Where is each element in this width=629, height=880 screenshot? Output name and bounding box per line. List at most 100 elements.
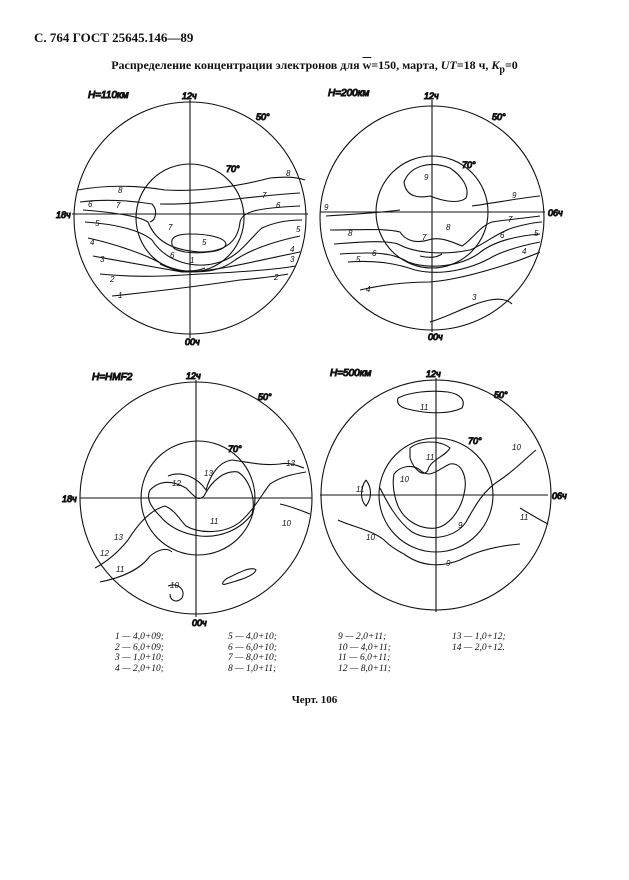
noon-label: 12ч xyxy=(182,91,197,101)
height-label: H=500км xyxy=(330,368,371,379)
legend-column-3: 9 — 2,0+11; 10 — 4,0+11; 11 — 6,0+11; 12… xyxy=(338,632,391,674)
contour-label: 8 xyxy=(118,186,123,195)
contour-label: 3 xyxy=(472,293,477,302)
legend-item: 12 — 8,0+11; xyxy=(338,663,391,674)
panel-110km: H=110км 12ч 00ч 18ч 50° 70° 8 7 6 5 4 3 … xyxy=(55,89,308,348)
legend-item: 5 — 4,0+10; xyxy=(228,632,277,642)
title-kp-sub: p xyxy=(499,64,505,76)
legend-item: 13 — 1,0+12; xyxy=(452,632,506,642)
contour-label: 10 xyxy=(512,443,521,452)
dusk-label: 18ч xyxy=(62,494,77,504)
contour-label: 10 xyxy=(366,533,375,542)
contour-9-cell xyxy=(403,164,468,203)
dawn-label: 06ч xyxy=(548,208,563,218)
legend-item: 7 — 8,0+10; xyxy=(228,653,277,663)
contour-label: 7 xyxy=(262,191,267,200)
lat-70-label: 70° xyxy=(462,160,476,170)
contour-5-core xyxy=(171,233,227,254)
contour-10 xyxy=(99,548,184,602)
contour-label: 7 xyxy=(116,201,121,210)
contour-label: 7 xyxy=(508,215,513,224)
contour-4 xyxy=(359,251,541,291)
contour-label: 8 xyxy=(286,169,291,178)
contour-6 xyxy=(82,205,301,253)
contour-7-core xyxy=(419,253,443,258)
contour-label: 6 xyxy=(170,251,175,260)
contour-label: 4 xyxy=(522,247,527,256)
legend-column-1: 1 — 4,0+09; 2 — 6,0+09; 3 — 1,0+10; 4 — … xyxy=(115,632,164,674)
contour-9-low xyxy=(403,543,521,566)
legend-item: 1 — 4,0+09; xyxy=(115,632,164,642)
contour-label: 11 xyxy=(420,403,428,412)
contour-label: 13 xyxy=(204,469,213,478)
contour-label: 2 xyxy=(273,273,279,282)
panel-500km: H=500км 12ч 06ч 50° 70° 11 10 11 11 10 9… xyxy=(320,367,568,612)
contour-label: 6 xyxy=(372,249,377,258)
contour-label: 7 xyxy=(168,223,173,232)
contour-label: 1 xyxy=(118,291,122,300)
contour-label: 8 xyxy=(446,223,451,232)
height-label: H=110км xyxy=(88,90,129,101)
contour-label: 12 xyxy=(100,549,109,558)
contour-10-south xyxy=(337,519,405,555)
title-kp: K xyxy=(491,58,500,72)
contour-label: 5 xyxy=(95,219,100,228)
contour-5 xyxy=(84,219,303,266)
contour-label: 8 xyxy=(348,229,353,238)
contour-7-tail xyxy=(159,263,206,272)
legend-item: 8 — 1,0+11; xyxy=(228,663,277,674)
contour-11-cap xyxy=(409,441,451,474)
contour-label: 9 xyxy=(446,559,451,568)
contour-label: 10 xyxy=(282,519,291,528)
panel-hmf2: H=HMF2 12ч 00ч 18ч 50° 70° 13 13 12 11 1… xyxy=(61,370,313,629)
legend-item: 10 — 4,0+11; xyxy=(338,642,391,653)
contour-label: 13 xyxy=(114,533,123,542)
panel-200km: H=200км 12ч 00ч 06ч 50° 70° 9 9 9 8 7 6 … xyxy=(319,87,564,343)
contour-label: 3 xyxy=(290,255,295,264)
title-ut-value: =18 ч, xyxy=(456,58,492,72)
contour-label: 11 xyxy=(356,485,364,494)
contour-7 xyxy=(333,221,543,254)
height-label: H=200км xyxy=(328,88,369,99)
dusk-label: 18ч xyxy=(56,210,71,220)
midnight-label: 00ч xyxy=(185,337,200,347)
contour-label: 13 xyxy=(286,459,295,468)
contour-9 xyxy=(379,449,537,538)
contour-label: 11 xyxy=(210,517,218,526)
contour-label: 5 xyxy=(296,225,301,234)
contour-label: 10 xyxy=(170,581,179,590)
contour-12 xyxy=(147,471,254,537)
title-w-symbol: w xyxy=(362,58,372,72)
contour-label: 4 xyxy=(366,285,371,294)
midnight-label: 00ч xyxy=(192,618,207,628)
title-ut: UT xyxy=(440,58,457,72)
legend-item: 6 — 6,0+10; xyxy=(228,642,277,653)
contour-label: 11 xyxy=(426,453,434,462)
contour-label: 10 xyxy=(400,475,409,484)
legend-item: 14 — 2,0+12. xyxy=(452,642,505,653)
noon-label: 12ч xyxy=(426,369,441,379)
contour-2 xyxy=(99,265,297,277)
legend-column-2: 5 — 4,0+10; 6 — 6,0+10; 7 — 8,0+10; 8 — … xyxy=(228,632,277,674)
lat-50-label: 50° xyxy=(256,112,270,122)
contour-label: 3 xyxy=(100,255,105,264)
noon-label: 12ч xyxy=(424,91,439,101)
lat-50-label: 50° xyxy=(492,112,506,122)
contour-3 xyxy=(92,251,301,273)
contour-label: 6 xyxy=(500,231,505,240)
title-mid: =150, марта, xyxy=(371,58,441,72)
contour-label: 5 xyxy=(356,255,361,264)
contour-8 xyxy=(329,215,541,247)
contour-label: 5 xyxy=(534,229,539,238)
contour-8 xyxy=(77,176,306,191)
title-kp-value: =0 xyxy=(504,58,518,72)
contour-label: 11 xyxy=(116,565,124,574)
dawn-label: 06ч xyxy=(552,491,567,501)
height-label: H=HMF2 xyxy=(92,372,133,383)
contour-1 xyxy=(111,273,289,297)
lat-70-label: 70° xyxy=(226,164,240,174)
contour-11-noon xyxy=(396,390,464,414)
legend-column-4: 13 — 1,0+12; 14 — 2,0+12. xyxy=(452,632,506,653)
contour-label: 9 xyxy=(324,203,329,212)
